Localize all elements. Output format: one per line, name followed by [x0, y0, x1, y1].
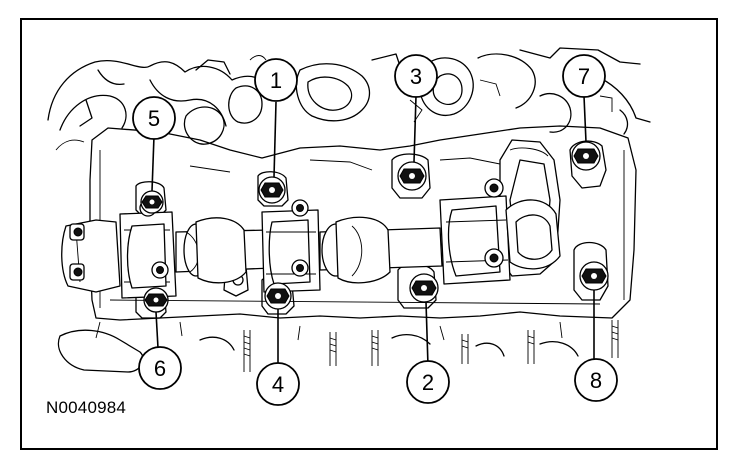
callout-8-label: 8 [590, 368, 602, 393]
figure-code: N0040984 [46, 398, 127, 417]
callout-6: 6 [138, 346, 182, 390]
leader-6 [155, 311, 159, 349]
callout-1: 1 [254, 58, 298, 102]
bolt-4 [264, 282, 292, 310]
bolt-2 [409, 273, 439, 303]
callout-4-label: 4 [272, 372, 284, 397]
lower-studs [57, 320, 619, 373]
callout-5: 5 [132, 96, 176, 140]
callout-4: 4 [256, 362, 300, 406]
callout-5-label: 5 [148, 106, 160, 131]
leader-5 [151, 135, 155, 192]
bolt-5 [140, 190, 164, 214]
bolt-3 [397, 161, 427, 191]
callout-7-label: 7 [578, 64, 590, 89]
callout-1-label: 1 [270, 68, 282, 93]
callout-8: 8 [574, 358, 618, 402]
callout-3: 3 [394, 54, 438, 98]
callout-2-label: 2 [422, 370, 434, 395]
leader-2 [425, 301, 429, 367]
camshaft [61, 178, 561, 299]
leader-lines [151, 95, 595, 370]
callout-2: 2 [406, 360, 450, 404]
bolt-1 [258, 176, 286, 204]
engine-block-outline [47, 47, 651, 151]
leader-3 [413, 95, 417, 163]
callout-7: 7 [562, 54, 606, 98]
leader-7 [583, 95, 587, 143]
callout-6-label: 6 [154, 356, 166, 381]
leader-1 [273, 101, 277, 178]
bolt-6 [143, 287, 169, 313]
bolt-8 [579, 261, 609, 291]
callout-3-label: 3 [410, 64, 422, 89]
bolt-7 [571, 141, 601, 171]
